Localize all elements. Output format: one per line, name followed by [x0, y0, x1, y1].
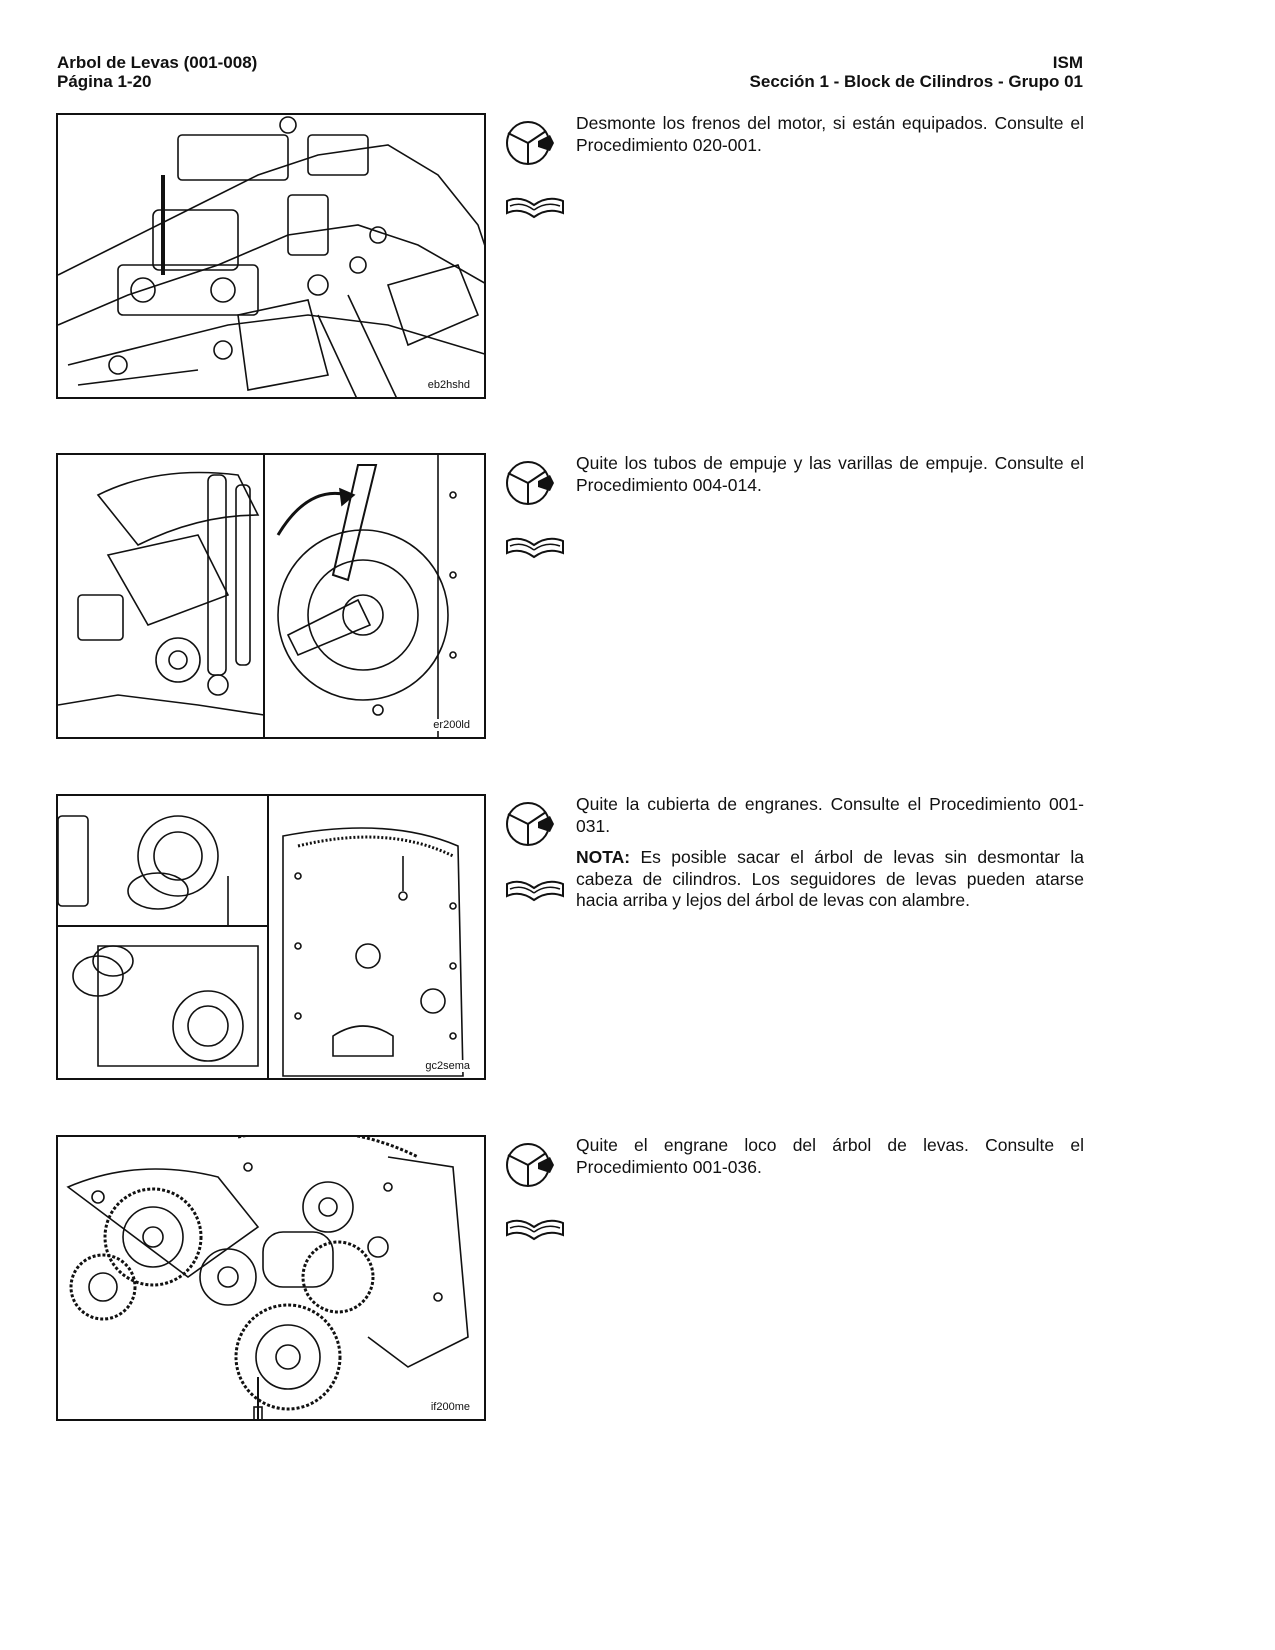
open-book-icon [506, 537, 564, 559]
note-label: NOTA: [576, 847, 631, 867]
step-instruction: Desmonte los frenos del motor, si están … [576, 113, 1084, 166]
push-tubes-illustration [58, 455, 457, 737]
engine-brake-illustration [58, 116, 484, 397]
idler-gear-illustration [66, 1137, 469, 1419]
instruction-text: Quite la cubierta de engranes. Consulte … [576, 794, 1084, 836]
instruction-text: Quite los tubos de empuje y las varillas… [576, 453, 1084, 495]
procedure-step-1: eb2hshd Desmonte los frenos del motor, s… [56, 113, 1086, 403]
note-text: Es posible sacar el árbol de levas sin d… [576, 847, 1084, 910]
open-book-icon [506, 1219, 564, 1241]
open-book-icon [506, 880, 564, 902]
figure-code: eb2hshd [425, 379, 472, 391]
gear-cover-illustration [58, 796, 464, 1078]
wrench-gauge-icon [506, 1143, 554, 1187]
figure-code: gc2sema [423, 1060, 472, 1072]
header-right: ISM Sección 1 - Block de Cilindros - Gru… [750, 53, 1083, 91]
open-book-icon [506, 197, 564, 219]
step-instruction: Quite la cubierta de engranes. Consulte … [576, 794, 1084, 922]
note-paragraph: NOTA: Es posible sacar el árbol de levas… [576, 847, 1084, 912]
wrench-gauge-icon [506, 121, 554, 165]
procedure-step-3: gc2sema Quite la cubierta de engranes. C… [56, 794, 1086, 1084]
header-left: Arbol de Levas (001-008) Página 1-20 [57, 53, 257, 91]
section-group: Sección 1 - Block de Cilindros - Grupo 0… [749, 72, 1083, 91]
section-title: Arbol de Levas (001-008) [57, 53, 258, 72]
procedure-step-4: if200me Quite el engrane loco del árbol … [56, 1135, 1086, 1425]
wrench-gauge-icon [506, 802, 554, 846]
figure-push-tubes: er200ld [56, 453, 486, 739]
engine-model: ISM [1052, 53, 1083, 72]
procedure-step-2: er200ld Quite los tubos de empuje y las … [56, 453, 1086, 743]
wrench-gauge-icon [506, 461, 554, 505]
step-instruction: Quite los tubos de empuje y las varillas… [576, 453, 1084, 506]
step-instruction: Quite el engrane loco del árbol de levas… [576, 1135, 1084, 1188]
figure-engine-brake: eb2hshd [56, 113, 486, 399]
page-number: Página 1-20 [57, 72, 152, 91]
figure-idler-gear: if200me [56, 1135, 486, 1421]
instruction-text: Quite el engrane loco del árbol de levas… [576, 1135, 1084, 1177]
figure-gear-cover: gc2sema [56, 794, 486, 1080]
figure-code: if200me [428, 1401, 472, 1413]
instruction-text: Desmonte los frenos del motor, si están … [576, 113, 1084, 155]
figure-code: er200ld [431, 719, 472, 731]
